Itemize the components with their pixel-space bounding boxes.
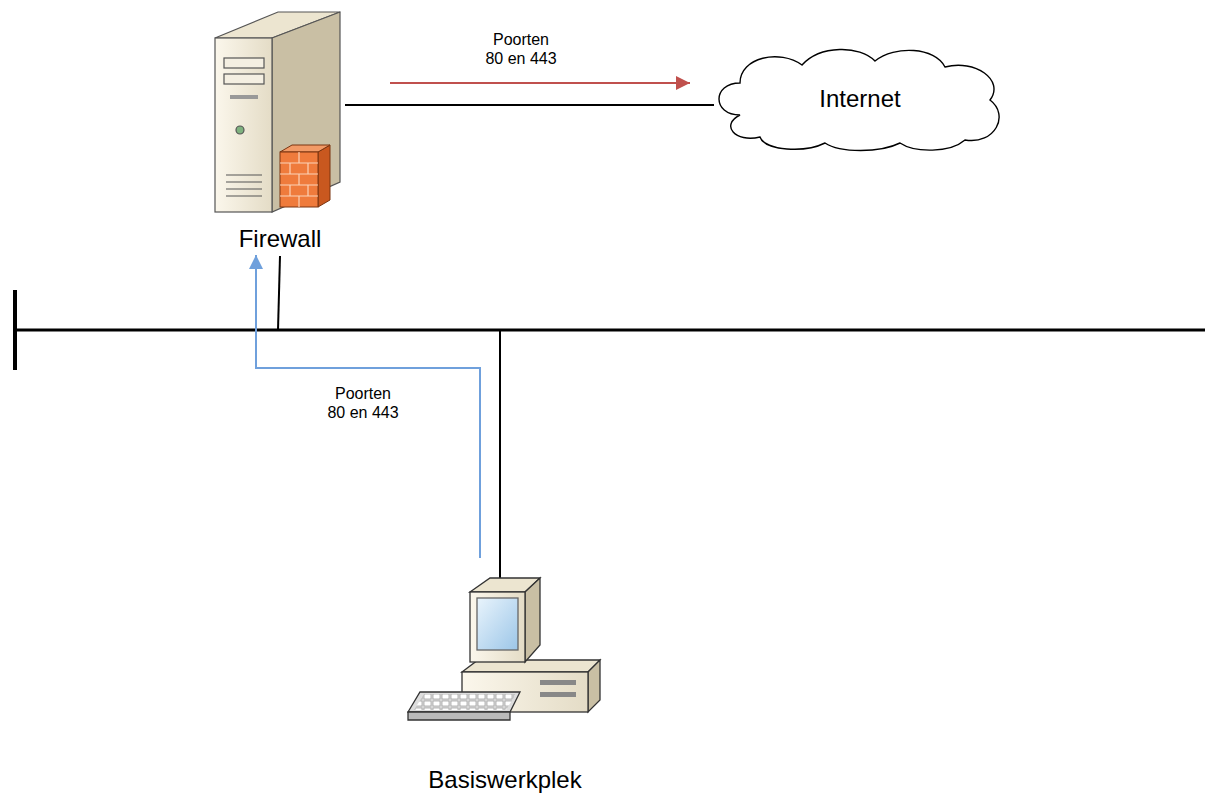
workstation-icon — [408, 578, 600, 720]
firewall-node: Firewall — [215, 5, 345, 253]
node-label: Basiswerkplek — [428, 766, 581, 794]
firewall-brick-icon — [280, 145, 330, 207]
node-label: Internet — [819, 85, 900, 113]
network-link — [345, 104, 714, 106]
workstation-node: Basiswerkplek — [400, 572, 610, 794]
traffic-arrow — [256, 255, 480, 558]
port-label: Poorten 80 en 443 — [483, 30, 559, 68]
node-label: Firewall — [239, 225, 322, 253]
port-label: Poorten 80 en 443 — [325, 384, 401, 422]
cloud-node: Internet — [710, 45, 1010, 153]
network-bus — [15, 256, 1205, 578]
traffic-arrow — [390, 82, 690, 84]
server-icon — [215, 12, 340, 212]
